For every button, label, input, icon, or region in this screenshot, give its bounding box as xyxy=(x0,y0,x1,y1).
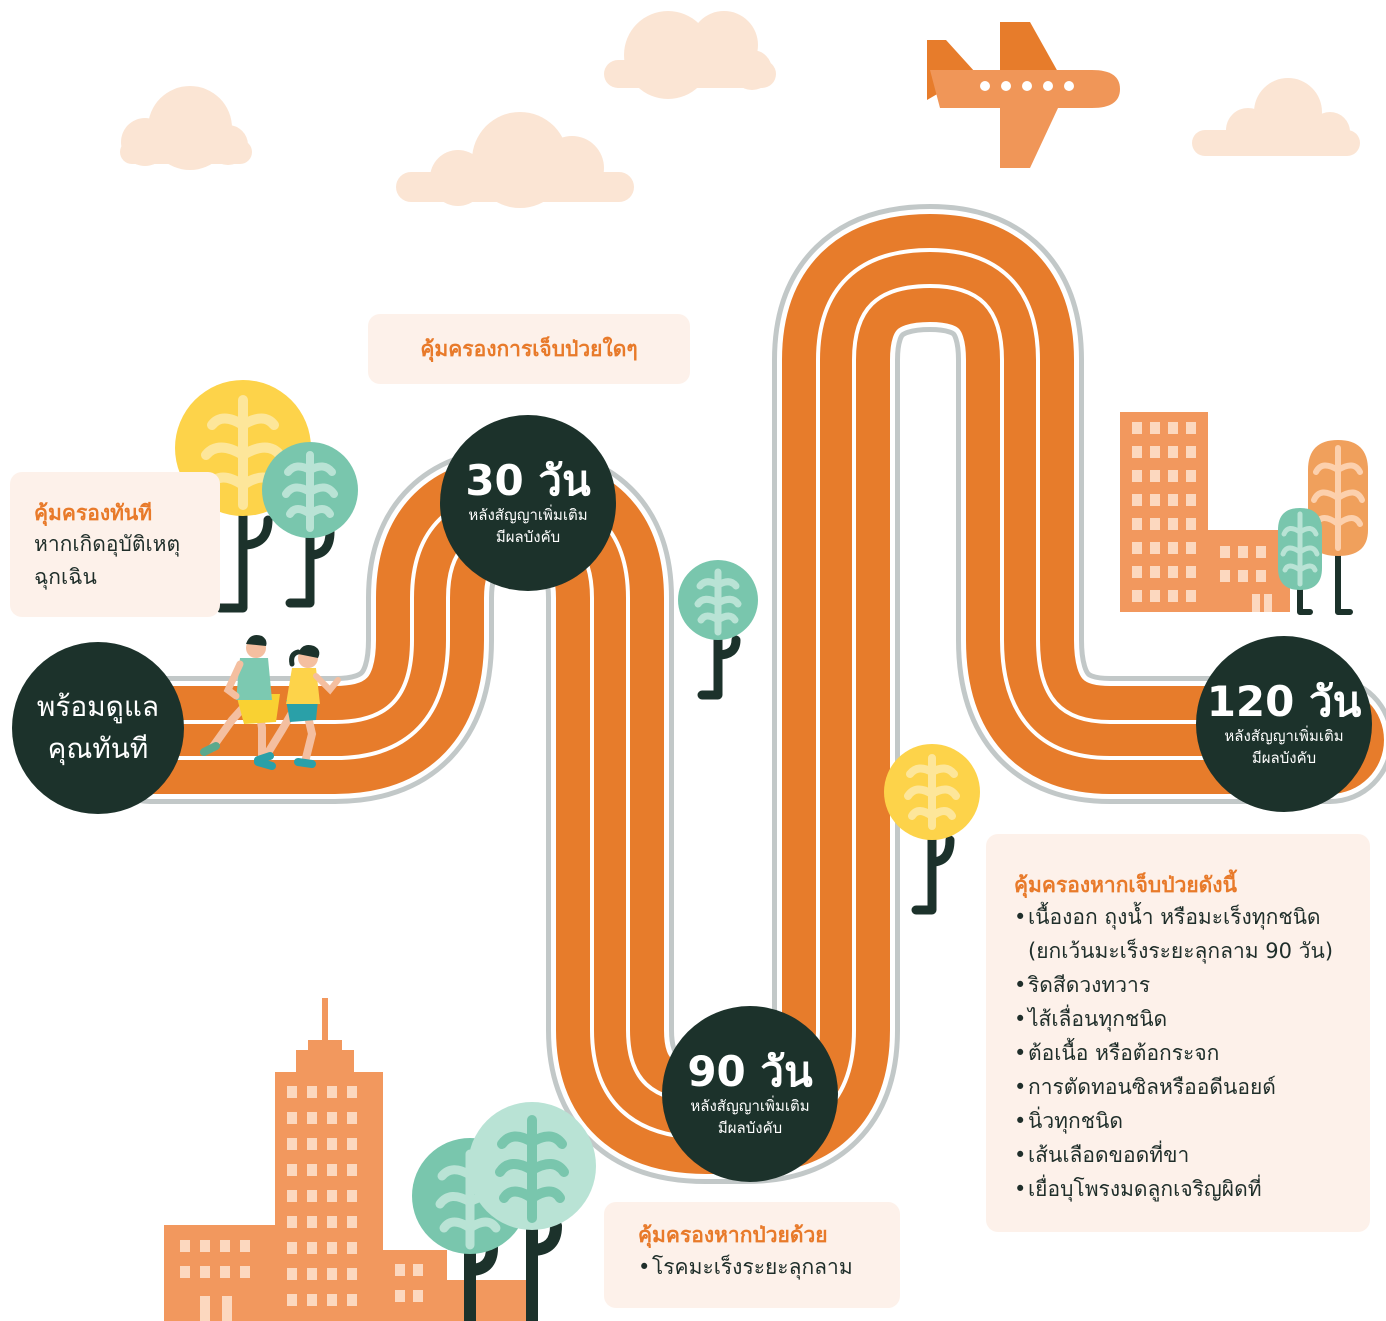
runner-icon xyxy=(200,635,280,770)
list-item: ไส้เลื่อนทุกชนิด xyxy=(1014,1002,1370,1036)
box-illness-list: คุ้มครองหากเจ็บป่วยดังนี้ เนื้องอก ถุงน้… xyxy=(986,834,1370,1232)
milestone-start: พร้อมดูแล คุณทันที xyxy=(12,642,184,814)
milestone-120-line2: มีผลบังคับ xyxy=(1251,749,1317,767)
milestone-120-title: 120 วัน xyxy=(1206,677,1362,726)
cloud-icon xyxy=(396,112,634,208)
list-item: การตัดทอนซิลหรืออดีนอยด์ xyxy=(1014,1070,1370,1104)
milestone-120-days: 120 วัน หลังสัญญาเพิ่มเติม มีผลบังคับ xyxy=(1196,636,1372,812)
list-item: เนื้องอก ถุงน้ำ หรือมะเร็งทุกชนิด (ยกเว้น… xyxy=(1014,900,1370,968)
tree-icon xyxy=(884,744,980,915)
tree-icon xyxy=(1308,440,1368,615)
milestone-90-title: 90 วัน xyxy=(687,1047,813,1096)
milestone-90-days: 90 วัน หลังสัญญาเพิ่มเติม มีผลบังคับ xyxy=(662,1006,838,1182)
building-icon xyxy=(1120,412,1290,612)
list-item: เยื่อบุโพรงมดลูกเจริญผิดที่ xyxy=(1014,1172,1370,1206)
milestone-120-line1: หลังสัญญาเพิ่มเติม xyxy=(1224,727,1344,745)
milestone-90-line1: หลังสัญญาเพิ่มเติม xyxy=(690,1097,810,1115)
runner-icon xyxy=(254,645,341,768)
box-sick-with-title: คุ้มครองหากป่วยด้วย xyxy=(638,1223,828,1247)
milestone-30-title: 30 วัน xyxy=(465,456,591,505)
tree-icon xyxy=(678,560,758,700)
box-sick-with-list: โรคมะเร็งระยะลุกลาม xyxy=(638,1250,900,1284)
list-item-note: (ยกเว้นมะเร็งระยะลุกลาม 90 วัน) xyxy=(1028,939,1334,963)
milestone-30-line1: หลังสัญญาเพิ่มเติม xyxy=(468,506,588,524)
box-immediate: คุ้มครองทันที หากเกิดอุบัติเหตุ ฉุกเฉิน xyxy=(10,472,220,617)
box-sick-with: คุ้มครองหากป่วยด้วย โรคมะเร็งระยะลุกลาม xyxy=(604,1202,900,1308)
list-item: นิ่วทุกชนิด xyxy=(1014,1104,1370,1138)
list-item: เส้นเลือดขอดที่ขา xyxy=(1014,1138,1370,1172)
milestone-start-line2: คุณทันที xyxy=(47,732,149,765)
milestone-30-line2: มีผลบังคับ xyxy=(495,528,561,546)
tree-icon xyxy=(262,442,358,608)
box-any-illness-title: คุ้มครองการเจ็บป่วยใดๆ xyxy=(420,337,638,361)
cloud-icon xyxy=(604,11,776,99)
box-illness-list-title: คุ้มครองหากเจ็บป่วยดังนี้ xyxy=(1014,873,1237,897)
box-immediate-line2: ฉุกเฉิน xyxy=(34,565,97,589)
milestone-start-line1: พร้อมดูแล xyxy=(36,690,160,723)
list-item: ริดสีดวงทวาร xyxy=(1014,968,1370,1002)
cloud-icon xyxy=(120,86,252,170)
building-icon xyxy=(164,998,527,1321)
tree-icon xyxy=(1278,508,1322,615)
airplane-icon xyxy=(927,22,1120,168)
box-illness-list-items: เนื้องอก ถุงน้ำ หรือมะเร็งทุกชนิด (ยกเว้น… xyxy=(1014,900,1370,1206)
box-immediate-title: คุ้มครองทันที xyxy=(34,501,153,525)
milestone-30-days: 30 วัน หลังสัญญาเพิ่มเติม มีผลบังคับ xyxy=(440,415,616,591)
milestone-90-line2: มีผลบังคับ xyxy=(717,1119,783,1137)
list-item: โรคมะเร็งระยะลุกลาม xyxy=(638,1250,900,1284)
list-item-text: เนื้องอก ถุงน้ำ หรือมะเร็งทุกชนิด xyxy=(1028,905,1321,929)
tree-icon xyxy=(468,1102,596,1321)
list-item: ต้อเนื้อ หรือต้อกระจก xyxy=(1014,1036,1370,1070)
box-any-illness: คุ้มครองการเจ็บป่วยใดๆ xyxy=(368,314,690,384)
box-immediate-line1: หากเกิดอุบัติเหตุ xyxy=(34,532,181,556)
cloud-icon xyxy=(1192,78,1360,156)
